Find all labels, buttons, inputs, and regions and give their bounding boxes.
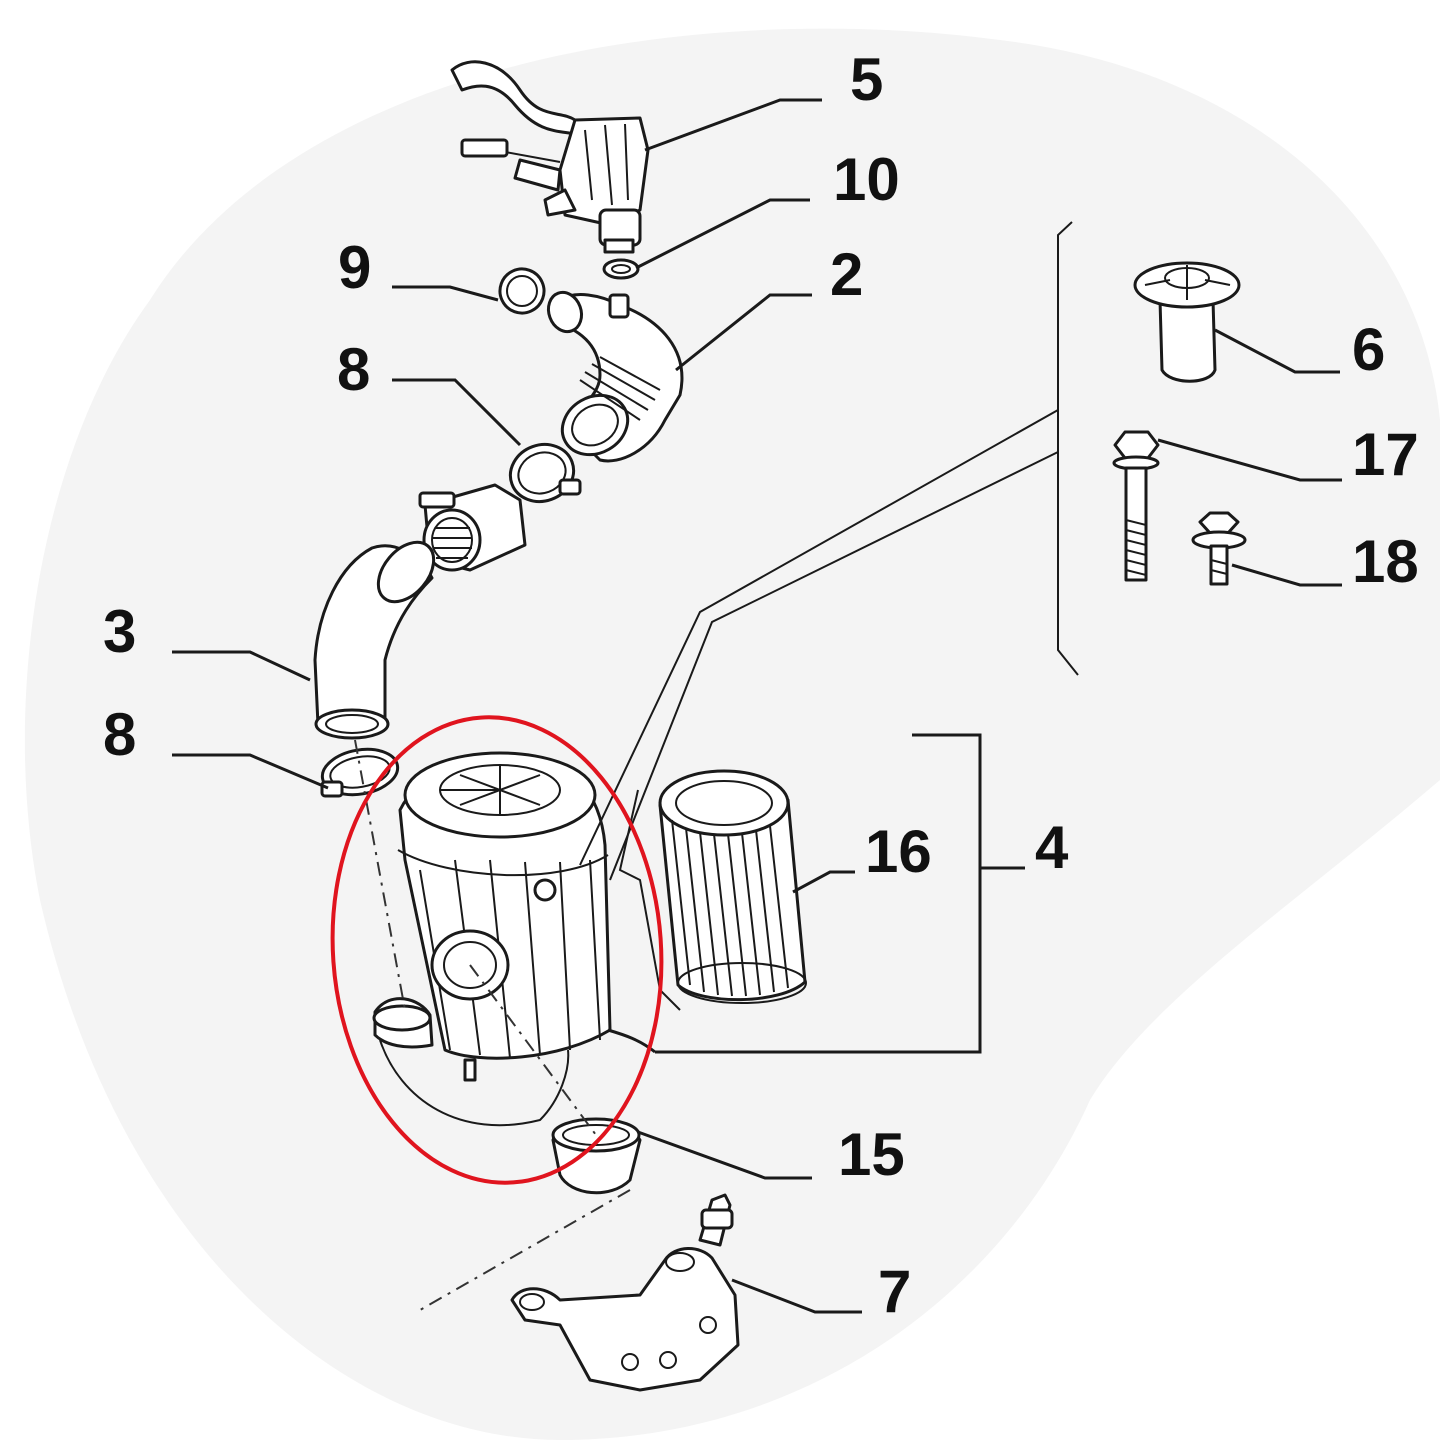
part-18-short-bolt: [1191, 511, 1247, 586]
part-2-air-duct: [546, 290, 684, 463]
leader-16: [792, 870, 855, 894]
part-6-grommet: [1133, 261, 1241, 383]
part-15-clamp-ring: [551, 1117, 642, 1195]
part-4-housing-leader: [607, 1028, 656, 1054]
leader-18: [1231, 563, 1342, 587]
leader-8a: [392, 378, 522, 447]
part-17-long-bolt: [1112, 430, 1160, 582]
callout-17: 17: [1352, 421, 1419, 488]
callout-15: 15: [838, 1121, 905, 1188]
callout-10: 10: [833, 146, 900, 213]
fastener-group-leader: [579, 409, 1059, 866]
callout-6: 6: [1352, 316, 1385, 383]
fastener-group-bracket: [1057, 221, 1079, 676]
housing-side-outline: [618, 789, 681, 1011]
part-8-upper-clamp: [508, 443, 582, 503]
callout-4: 4: [1035, 814, 1069, 881]
air-flow-sensor: [418, 483, 527, 572]
part-4-air-filter-housing: [372, 751, 612, 1127]
leader-7: [731, 1278, 862, 1314]
callout-8-upper: 8: [337, 336, 370, 403]
leader-17: [1157, 438, 1342, 482]
part-16-filter-element: [658, 769, 807, 1004]
leader-9: [392, 285, 499, 302]
part-3-curved-hose: [313, 540, 436, 740]
callout-16: 16: [865, 818, 932, 885]
part-4-group-bracket: [655, 733, 982, 1054]
callout-18: 18: [1352, 528, 1419, 595]
callout-8-lower: 8: [103, 701, 136, 768]
leader-10: [635, 198, 810, 270]
axis-line-hose: [354, 739, 406, 1011]
callout-7: 7: [878, 1258, 911, 1325]
leader-5: [644, 98, 822, 152]
part-10-small-clamp: [602, 258, 640, 280]
axis-line-bracket: [419, 1189, 631, 1311]
part-5-valve-assembly: [450, 60, 650, 254]
callout-2: 2: [830, 241, 863, 308]
leader-3: [172, 650, 311, 682]
leader-15: [637, 1130, 812, 1180]
leader-2: [675, 293, 812, 372]
part-9-hose-clamp: [498, 267, 546, 315]
part-7-bracket: [510, 1193, 740, 1392]
callout-5: 5: [850, 46, 883, 113]
axis-line-outlet: [469, 964, 597, 1136]
callout-3: 3: [103, 598, 136, 665]
leader-6: [1214, 328, 1340, 374]
highlight-circle: [330, 715, 664, 1185]
leader-8b: [172, 753, 329, 790]
fastener-group-leader-2: [609, 451, 1059, 881]
callout-9: 9: [338, 234, 371, 301]
background-tint: [24, 28, 1441, 1440]
